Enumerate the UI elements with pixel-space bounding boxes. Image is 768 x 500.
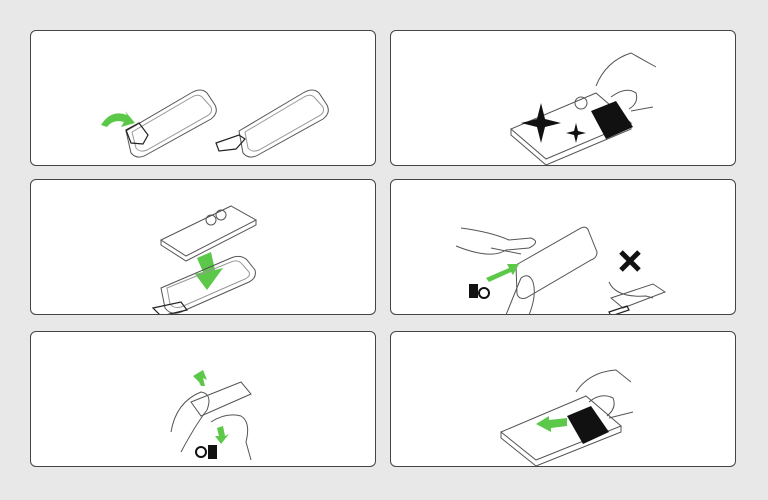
peel-tab-icon [125,122,149,145]
trash-recycle-icon-stroke [208,445,217,459]
green-arrow-icon-stroke [101,111,135,127]
green-arrow-up-icon-stroke [193,370,207,386]
applicator-frame-icon-stroke [125,89,217,158]
applicator-frame-icon [160,255,256,314]
phone-hand-wrong-icon [608,281,667,314]
trash-recycle-icon-stroke [469,284,478,298]
hand-icon-stroke [455,227,536,255]
applicator-frame-icon-stroke [166,260,250,309]
hands-icon [170,391,252,461]
phone-icon-stroke [159,205,258,257]
step-1-panel [30,30,376,166]
applicator-frame-icon-stroke [131,94,212,152]
peel-tab-icon-stroke [151,301,189,314]
applicator-frame-icon [125,89,217,158]
peel-tab-icon-stroke [215,134,246,152]
hand-icon [505,275,535,314]
hand-icon-stroke [505,275,535,314]
phone-hand-wrong-icon-stroke [608,305,630,314]
hands-icon-stroke [170,391,210,453]
step-3-panel [30,179,376,315]
phone-icon [159,205,258,262]
peel-tab-icon [215,134,246,152]
hand-icon [575,369,634,419]
trash-recycle-icon [195,445,217,459]
phone-hand-wrong-icon-stroke [608,281,654,299]
phone-icon-stroke [205,214,217,226]
hand-icon [595,52,657,112]
cloth-icon-stroke [567,406,609,444]
clean-phone-illustration [510,52,657,165]
cross-mark-icon [619,250,641,272]
green-arrow-down-icon [215,426,229,444]
peel-film-illustration [170,370,252,461]
cloth-icon [567,406,609,444]
sparkle-icon-stroke [566,123,586,143]
green-arrow-up-icon [193,370,207,386]
step-2-panel [390,30,736,166]
cloth-icon-stroke [591,101,633,139]
applicator-frame-icon-stroke [238,89,329,158]
phone-icon-stroke [190,381,252,417]
applicator-frame-illustration [101,89,329,158]
phone-icon [515,226,598,299]
smooth-screen-illustration [500,369,634,466]
remove-sheet-illustration [455,226,667,314]
hand-icon-stroke [575,369,634,419]
phone-back-icon-stroke [574,96,588,110]
peel-tab-icon-stroke [125,122,149,145]
sparkle-icon-stroke [521,103,561,143]
green-arrow-icon [101,111,135,127]
green-arrow-down-icon-stroke [215,426,229,444]
peel-tab-icon [151,301,189,314]
cloth-icon [591,101,633,139]
green-arrow-icon-stroke [536,416,567,432]
trash-recycle-icon [469,284,490,299]
green-arrow-icon-stroke [486,264,519,282]
phone-hand-wrong-icon-stroke [609,283,667,309]
phone-back-icon [500,395,622,466]
green-arrow-icon [536,416,567,432]
applicator-frame-icon-stroke [160,255,256,314]
sparkle-icon [521,103,586,143]
phone-back-icon-stroke [500,426,622,466]
green-arrow-icon [486,264,519,282]
place-phone-illustration [151,205,258,314]
step-4-panel [390,179,736,315]
trash-recycle-icon-stroke [195,446,207,458]
applicator-frame-icon [238,89,329,158]
step-5-panel [30,331,376,467]
phone-icon-stroke [215,209,227,221]
hand-icon-stroke [595,52,657,112]
applicator-frame-icon-stroke [244,94,324,152]
step-6-panel [390,331,736,467]
phone-icon-stroke [160,220,257,262]
trash-recycle-icon-stroke [478,287,490,299]
phone-icon-stroke [515,226,598,299]
cross-mark-icon-stroke [619,250,641,272]
hand-icon [455,227,536,255]
hands-icon-stroke [210,414,252,461]
phone-icon [190,381,252,417]
